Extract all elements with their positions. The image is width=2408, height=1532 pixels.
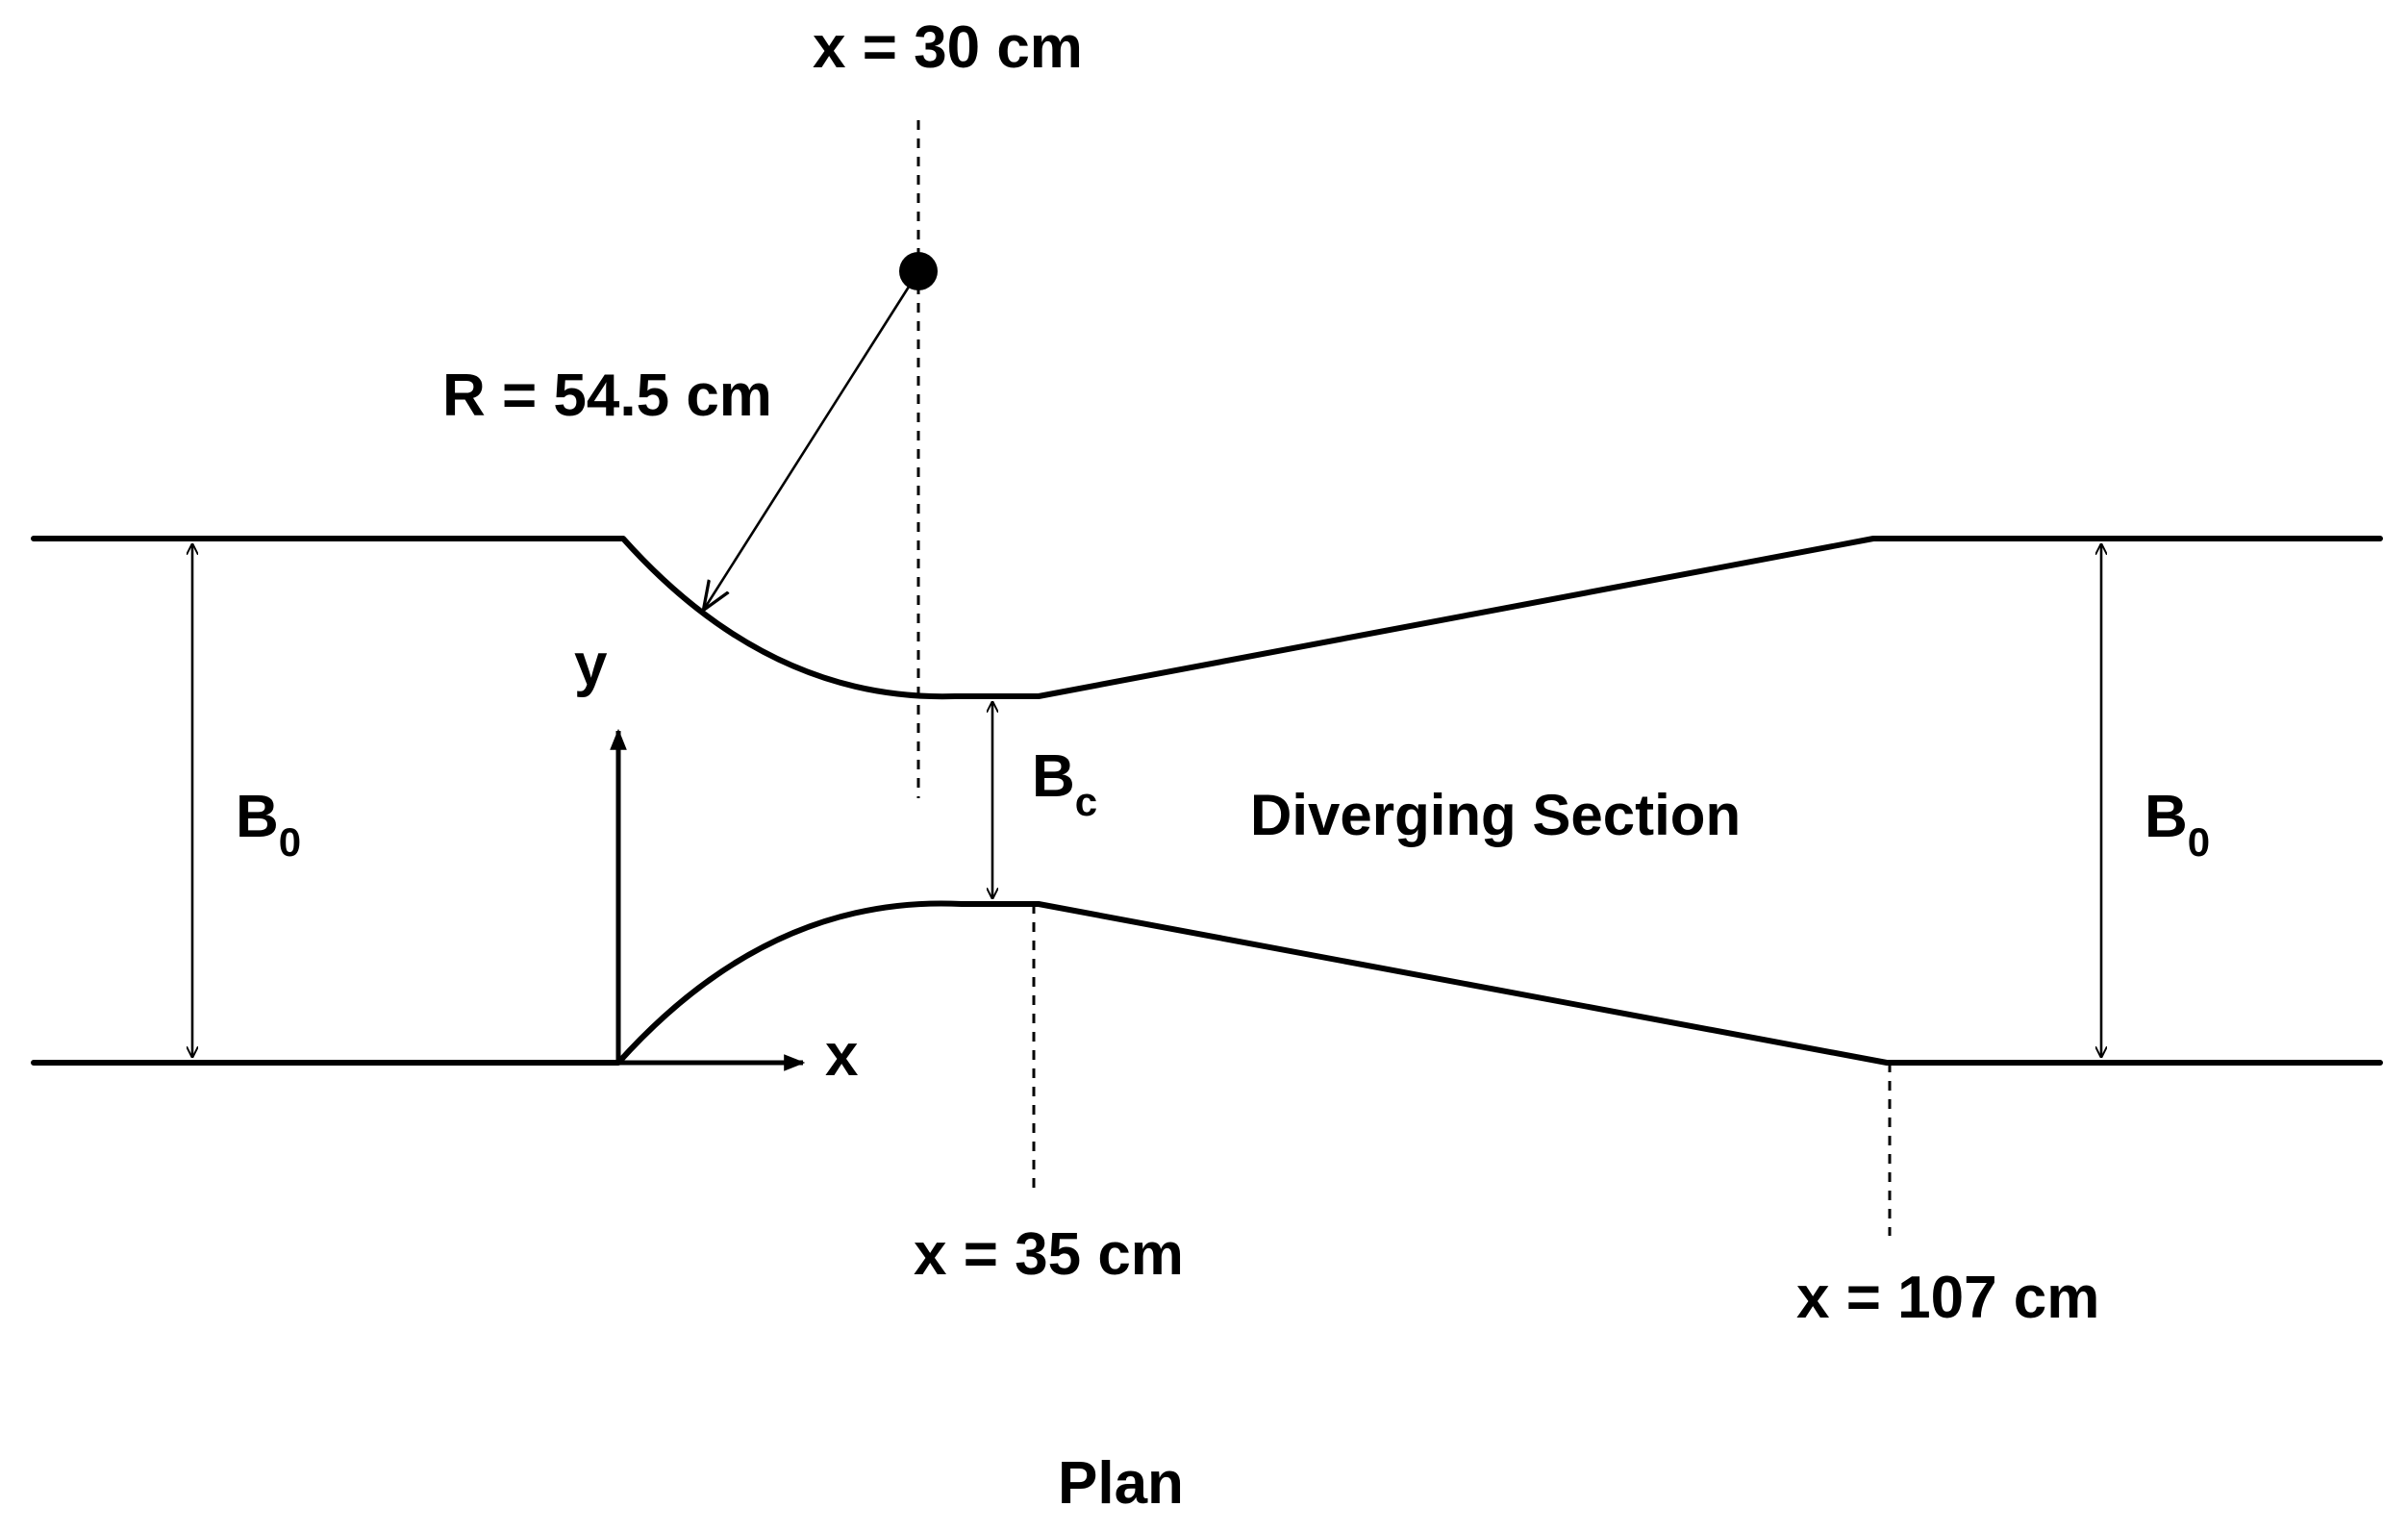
label-radius: R = 54.5 cm: [442, 363, 772, 429]
label-x-axis: x: [825, 1022, 859, 1089]
label-x35: x = 35 cm: [914, 1221, 1184, 1288]
label-x30: x = 30 cm: [813, 14, 1083, 81]
label-y-axis: y: [574, 632, 608, 698]
label-bc: Bc: [1032, 743, 1097, 824]
radius-arrow: [705, 283, 913, 608]
radius-center-dot: [899, 252, 938, 290]
bottom-channel-wall: [31, 900, 2383, 1066]
top-channel-wall: [31, 536, 2383, 700]
label-b0-right: B0: [2145, 784, 2210, 865]
label-x107: x = 107 cm: [1796, 1265, 2099, 1331]
label-diverging-section: Diverging Section: [1250, 783, 1741, 847]
label-b0-left: B0: [236, 784, 301, 865]
caption-plan: Plan: [1058, 1450, 1184, 1517]
